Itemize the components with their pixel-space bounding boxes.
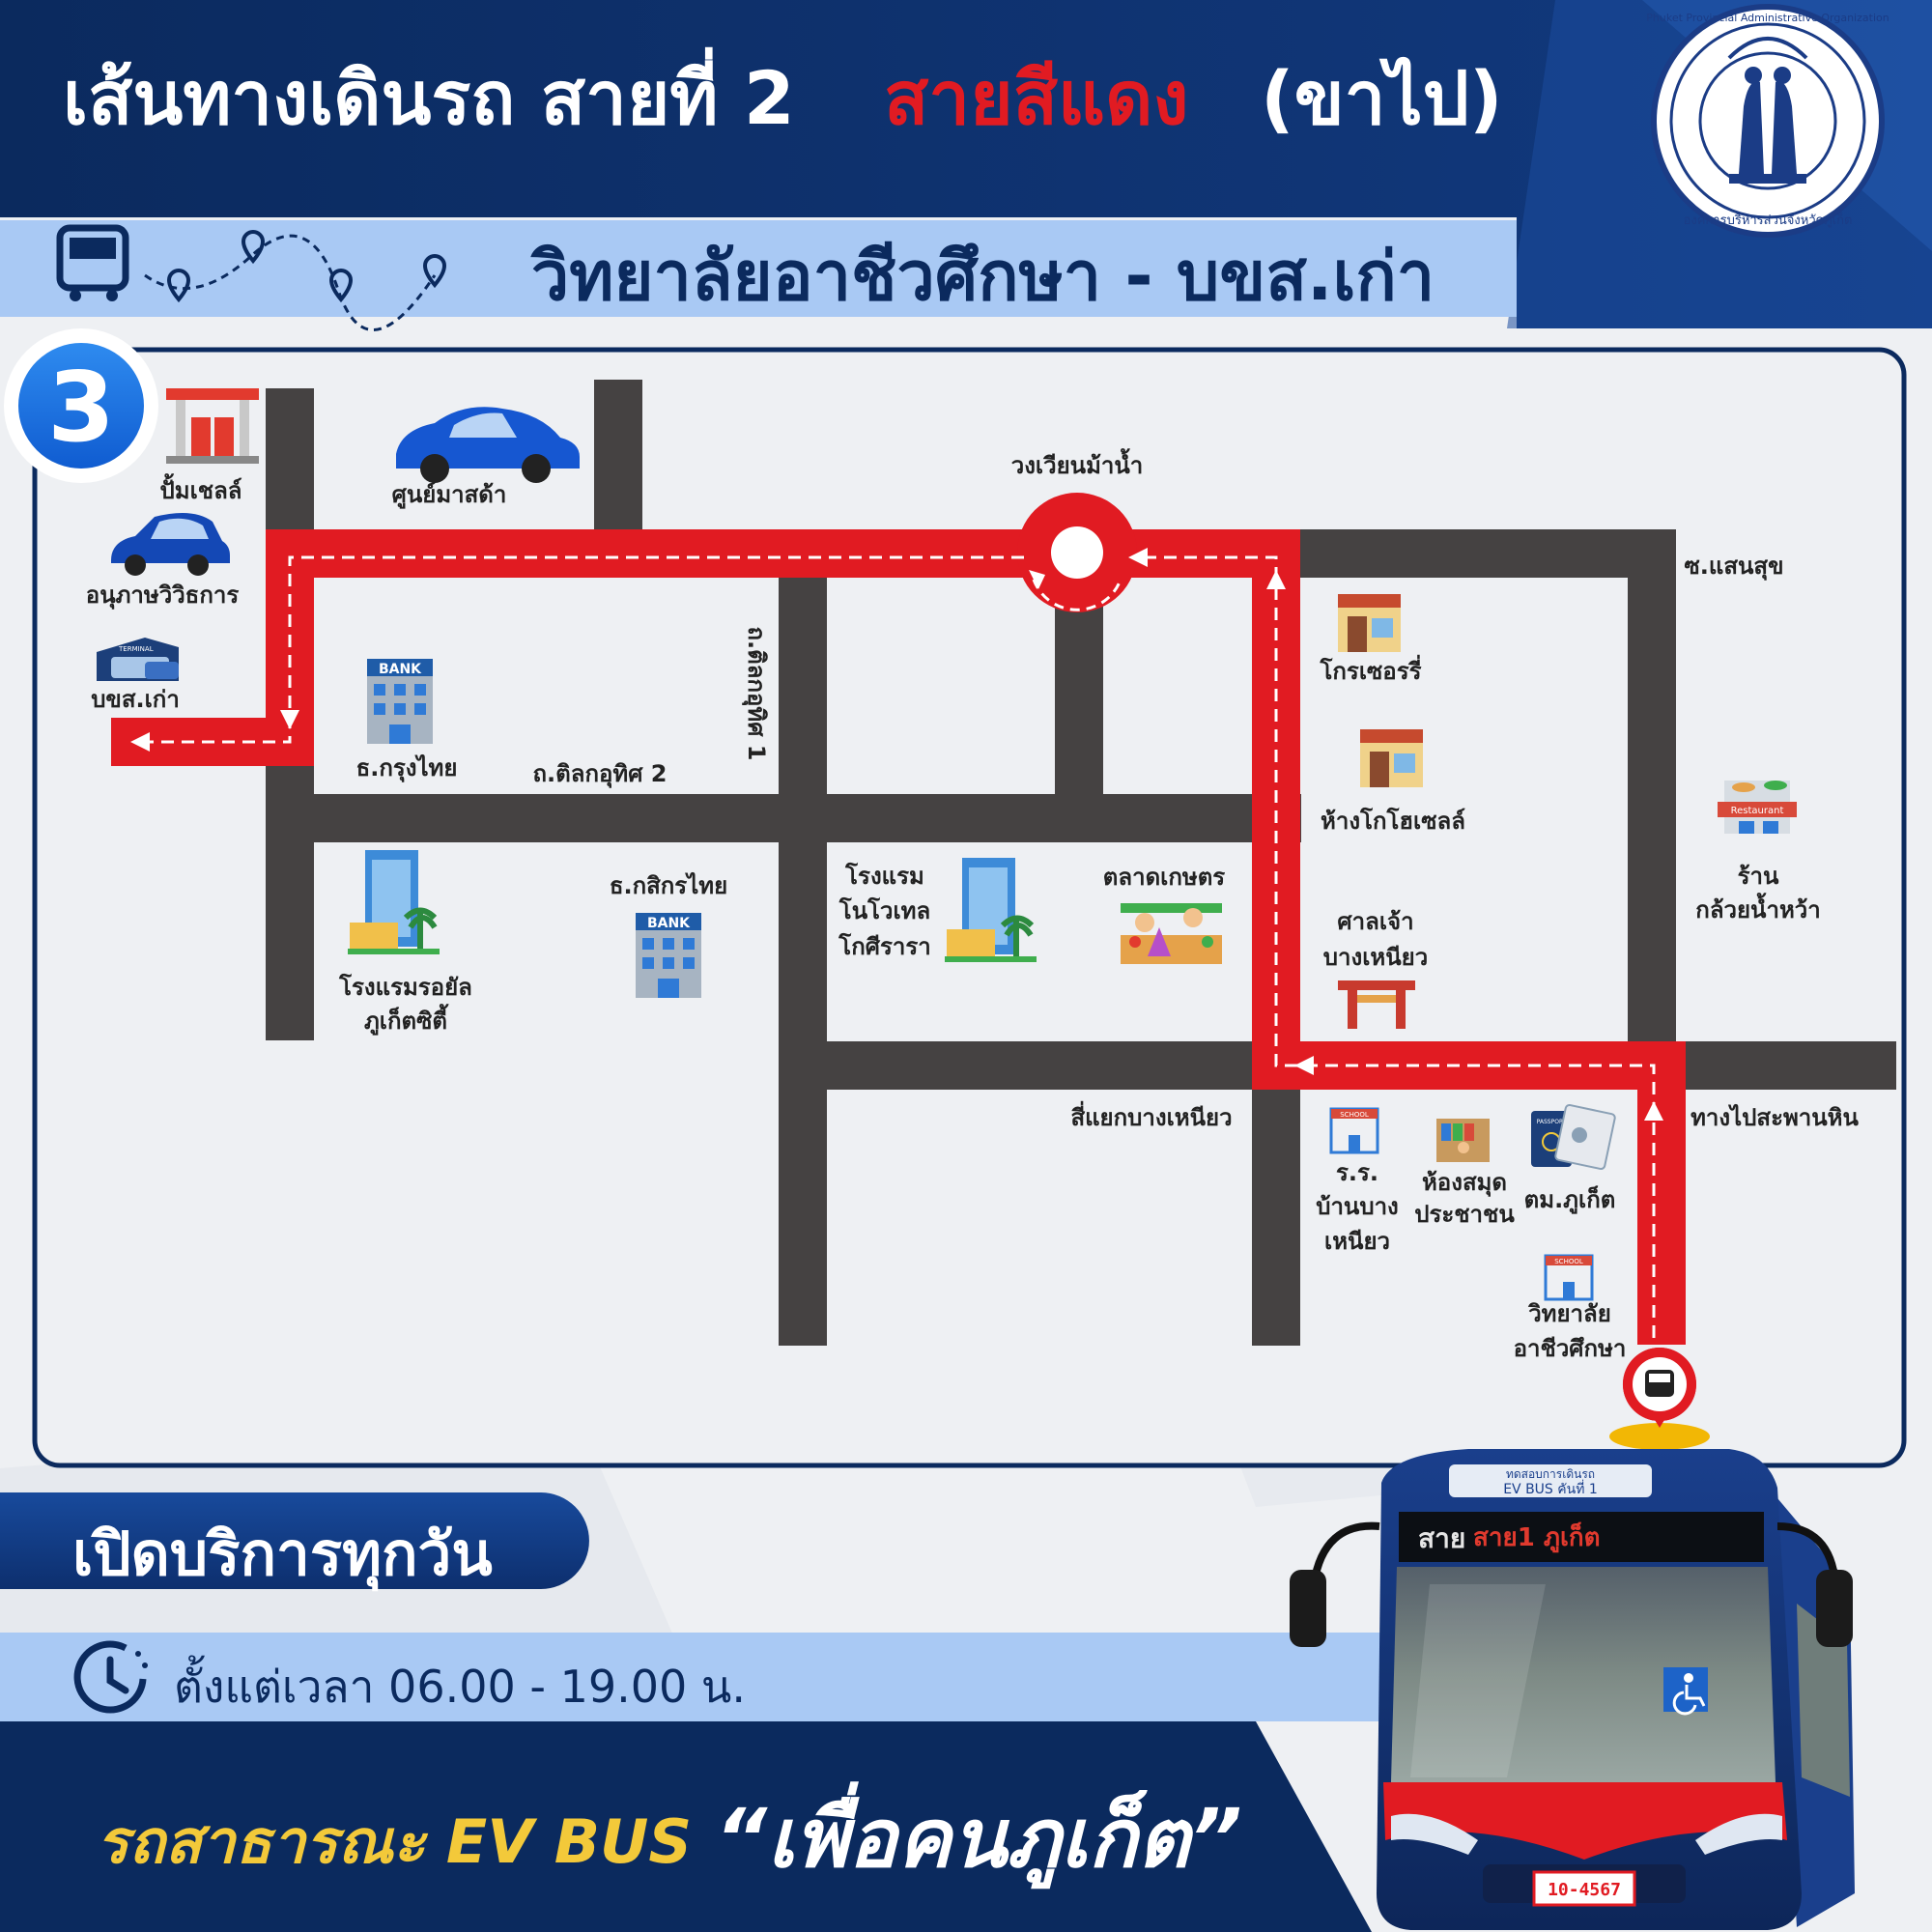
bus-top-sign-2: EV BUS คันที่ 1 [1503, 1480, 1598, 1497]
hours-band [0, 1633, 1410, 1721]
road [779, 529, 827, 1346]
bank-sign: BANK [379, 662, 422, 677]
label-krungthai: ธ.กรุงไทย [356, 753, 458, 783]
title-red: สายสีแดง [884, 55, 1188, 141]
label-old-terminal: บขส.เก่า [91, 686, 180, 713]
hotel-icon [945, 858, 1037, 962]
roundabout-center [1051, 526, 1103, 579]
label-market: ตลาดเกษตร [1103, 864, 1225, 891]
label-to-bridge: ทางไปสะพานหิน [1690, 1103, 1859, 1131]
label-tilok2: ถ.ติลกอุทิศ 2 [533, 760, 668, 789]
label-wholesale: ห้างโกโฮเซลล์ [1321, 807, 1465, 835]
service-open-label: เปิดบริการทุกวัน [72, 1519, 493, 1591]
restaurant-icon: Restaurant [1718, 781, 1797, 834]
footer-band [0, 1721, 1372, 1932]
label-grocery: โกรเซอรรี่ [1320, 654, 1422, 685]
bank-icon: BANK [367, 659, 433, 744]
passport-sign: PASSPORT [1537, 1119, 1567, 1125]
school-sign: SCHOOL [1554, 1258, 1583, 1265]
label-restaurant-1: ร้าน [1738, 863, 1779, 890]
route-title: วิทยาลัยอาชีวศึกษา - บขส.เก่า [529, 237, 1435, 316]
terminal-sign: TERMINAL [118, 645, 154, 653]
ev-bus-image: ทดสอบการเดินรถ EV BUS คันที่ 1 สาย สาย1 … [1290, 1449, 1855, 1930]
label-novotel-2: โนโวเทล [838, 896, 930, 924]
red-route [111, 493, 1686, 1345]
label-library-2: ประชาชน [1414, 1201, 1515, 1228]
logo-text-en: Phuket Provincial Administrative Organiz… [1646, 12, 1889, 24]
label-school-2: บ้านบาง [1316, 1193, 1399, 1220]
label-restaurant-2: กล้วยน้ำหว้า [1695, 892, 1820, 923]
bus-plate: 10-4567 [1548, 1880, 1621, 1900]
bus-stop-pin [1609, 1348, 1710, 1450]
hatchback-icon [111, 513, 230, 576]
label-novotel-1: โรงแรม [844, 862, 924, 890]
car-icon [396, 407, 580, 483]
label-kasikorn: ธ.กสิกรไทย [610, 871, 727, 899]
route-band [0, 220, 1517, 317]
label-shrine-1: ศาลเจ้า [1337, 908, 1413, 935]
bus-top-sign-1: ทดสอบการเดินรถ [1506, 1467, 1595, 1481]
bus-destination-sign: สาย1 ภูเก็ต [1473, 1521, 1601, 1553]
label-novotel-3: โกศีรารา [838, 932, 930, 960]
market-icon [1121, 903, 1222, 964]
library-icon [1436, 1119, 1490, 1162]
school-sign: SCHOOL [1340, 1111, 1369, 1119]
logo-text-th: องค์การบริหารส่วนจังหวัดภูเก็ต [1684, 211, 1853, 228]
label-mazda: ศูนย์มาสด้า [392, 481, 507, 509]
label-college-2: อาชีวศึกษา [1514, 1335, 1627, 1362]
label-immigration: ตม.ภูเก็ต [1524, 1185, 1616, 1214]
label-diesel-pump: ปั้มเชลล์ [160, 472, 242, 504]
footer-slogan-left: รถสาธารณะ EV BUS [97, 1806, 692, 1877]
footer-slogan-right: “เพื่อคนภูเก็ต” [715, 1781, 1242, 1889]
shrine-icon [1338, 980, 1415, 1029]
bank-sign: BANK [647, 916, 691, 931]
step-badge: 3 [4, 328, 158, 483]
header-band [0, 0, 1932, 328]
school-icon: SCHOOL [1544, 1254, 1594, 1301]
grocery-shop-icon [1338, 594, 1401, 652]
title-tail: (ขาไป) [1261, 55, 1503, 141]
label-school-1: ร.ร. [1336, 1159, 1378, 1186]
road [594, 380, 642, 529]
label-saensuk: ซ.แสนสุข [1685, 553, 1784, 582]
bus-terminal-icon: TERMINAL [97, 638, 179, 681]
restaurant-sign: Restaurant [1731, 806, 1784, 816]
service-pill [0, 1492, 589, 1589]
label-library-1: ห้องสมุด [1422, 1169, 1507, 1198]
label-tilok1: ถ.ติลกอุทิศ 1 [741, 627, 770, 761]
label-royal-1: โรงแรมรอยัล [338, 973, 472, 1001]
title-main: เส้นทางเดินรถ สายที่ 2 [63, 46, 795, 141]
label-shrine-2: บางเหนียว [1323, 944, 1428, 971]
label-roundabout: วงเวียนม้าน้ำ [1011, 447, 1144, 479]
label-royal-2: ภูเก็ตซิตี้ [364, 1003, 449, 1036]
service-hours: ตั้งแต่เวลา 06.00 - 19.00 น. [174, 1655, 746, 1713]
bus-route-icon [56, 224, 447, 331]
bank-icon: BANK [636, 913, 701, 998]
road [1300, 529, 1676, 578]
label-junction: สี่แยกบางเหนียว [1070, 1100, 1232, 1131]
hotel-icon [348, 850, 440, 954]
label-monument: อนุภาษวิวิธการ [86, 582, 240, 611]
label-school-3: เหนียว [1324, 1228, 1390, 1255]
label-college-1: วิทยาลัย [1528, 1300, 1611, 1327]
bus-route-sign: สาย [1418, 1522, 1465, 1554]
pao-logo: องค์การบริหารส่วนจังหวัดภูเก็ต Phuket Pr… [1646, 4, 1889, 238]
road [1628, 529, 1676, 1080]
gas-station-icon [166, 388, 259, 464]
step-number: 3 [47, 351, 115, 464]
wholesale-shop-icon [1360, 729, 1423, 787]
passport-icon: PASSPORT [1531, 1103, 1616, 1171]
school-icon: SCHOOL [1329, 1107, 1379, 1154]
clock-icon [73, 1640, 148, 1714]
